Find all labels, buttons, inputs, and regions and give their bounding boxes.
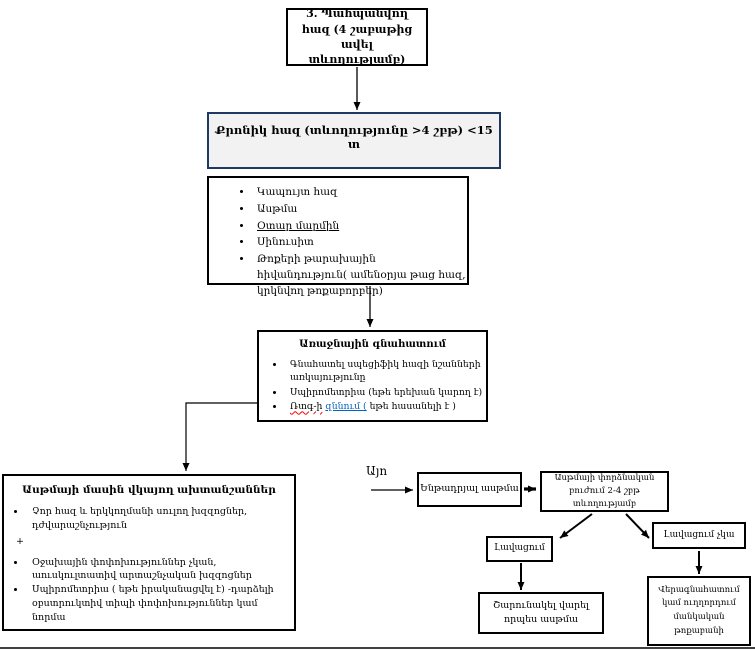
asthma-signs-item: Սպիրոմետրիա ( եթե իրականացվել է) -դարձել… xyxy=(26,583,294,624)
persistent-cough-label: 3. Պահպանվող հազ (4 շաբաթից ավել տևողութ… xyxy=(301,7,413,67)
xray-rest-text: եթե հասանելի է ) xyxy=(366,401,456,413)
reassess-refer-label: Վերագնահատում կամ ուղղորդում մանկական թո… xyxy=(658,584,740,636)
arrow-trial-to-no-improvement xyxy=(625,513,650,539)
primary-evaluation-box: Առաջնային գնահատում Գնահատել սպեցիֆիկ հա… xyxy=(257,330,488,422)
trial-treatment-box: Ասթմայի փորձնական բուժում 2-4 շբթ տևողու… xyxy=(540,471,669,512)
no-improvement-label: Լավացում չկա xyxy=(663,529,735,540)
evaluation-item: Գնահատել սպեցիֆիկ հազի նշանների առկայութ… xyxy=(285,358,486,385)
xray-hyperlink[interactable]: զննում ( xyxy=(325,401,367,413)
no-improvement-box: Լավացում չկա xyxy=(652,522,746,549)
differential-list: Կապույտ հազ Ասթմա Օտար մարմին Սինուսիտ Թ… xyxy=(209,185,467,299)
differential-box: Կապույտ հազ Ասթմա Օտար մարմին Սինուսիտ Թ… xyxy=(207,176,469,297)
primary-evaluation-list: Գնահատել սպեցիֆիկ հազի նշանների առկայութ… xyxy=(259,358,486,414)
elbow-evaluation-to-asthma-signs xyxy=(182,402,257,471)
evaluation-item-xray: Ռտգ-ի զննում ( եթե հասանելի է ) xyxy=(285,400,486,413)
differential-item: Թոքերի թարախային հիվանդություն( ամենօրյա… xyxy=(253,252,467,299)
differential-item: Սինուսիտ xyxy=(253,235,467,251)
continue-as-asthma-box: Շարունակել վարել որպես ասթմա xyxy=(478,592,604,634)
improvement-box: Լավացում xyxy=(486,536,553,562)
evaluation-item: Սպիրոմետրիա (եթե երեխան կարող է) xyxy=(285,386,486,399)
reassess-refer-box: Վերագնահատում կամ ուղղորդում մանկական թո… xyxy=(647,576,751,646)
chronic-cough-label: Քրոնիկ հազ (տևողությունը >4 շբթ) <15 տ xyxy=(215,123,493,151)
improvement-label: Լավացում xyxy=(494,543,545,554)
asthma-signs-item: Օջախային փոփոխություններ չկան, աուսկուլտ… xyxy=(26,556,294,584)
chronic-cough-box: Քրոնիկ հազ (տևողությունը >4 շբթ) <15 տ xyxy=(207,112,501,169)
persistent-cough-box: 3. Պահպանվող հազ (4 շաբաթից ավել տևողութ… xyxy=(286,7,428,67)
differential-item: Կապույտ հազ xyxy=(253,185,467,201)
yes-label: Այո xyxy=(366,464,388,478)
xray-misspelled-word: Ռտգ-ի xyxy=(290,401,323,413)
plus-sign: + xyxy=(16,535,24,547)
differential-item-underlined: Օտար մարմին xyxy=(253,219,467,235)
asthma-signs-list: Չոր հազ և երկկողմանի սուլող խզզոցներ, դժ… xyxy=(4,505,294,533)
asthma-signs-list: Օջախային փոփոխություններ չկան, աուսկուլտ… xyxy=(4,556,294,625)
differential-item: Ասթմա xyxy=(253,202,467,218)
trial-treatment-label: Ասթմայի փորձնական բուժում 2-4 շբթ տևողու… xyxy=(554,473,655,509)
primary-evaluation-title: Առաջնային գնահատում xyxy=(299,339,446,350)
asthma-signs-item: Չոր հազ և երկկողմանի սուլող խզզոցներ, դժ… xyxy=(26,505,294,533)
arrow-trial-to-improvement xyxy=(559,513,593,539)
suspected-asthma-label: Ենթադրյալ ասթմա xyxy=(420,483,519,495)
continue-as-asthma-label: Շարունակել վարել որպես ասթմա xyxy=(493,599,589,625)
suspected-asthma-box: Ենթադրյալ ասթմա xyxy=(417,472,522,507)
asthma-signs-box: Ասթմայի մասին վկայող ախտանշաններ Չոր հազ… xyxy=(2,474,296,631)
asthma-signs-title: Ասթմայի մասին վկայող ախտանշաններ xyxy=(22,484,276,496)
